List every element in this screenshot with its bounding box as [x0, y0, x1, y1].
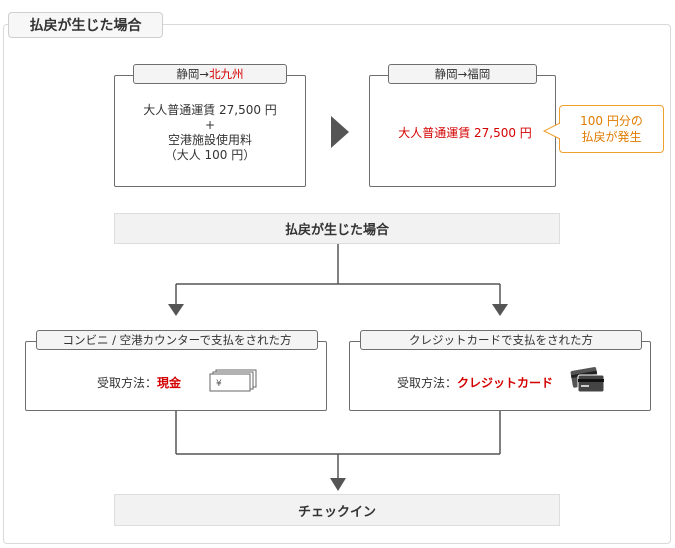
credit-card-icon: [570, 367, 605, 393]
fare-card-kitakyushu: [114, 75, 306, 187]
fare-line: 大人普通運賃 27,500 円: [143, 103, 277, 117]
checkin-bar: チェックイン: [114, 494, 560, 526]
right-arrow-icon: [331, 116, 349, 148]
svg-text:¥: ¥: [216, 379, 222, 389]
method-label: 受取方法：: [397, 376, 458, 390]
fare-breakdown: 大人普通運賃 27,500 円 + 空港施設使用料 （大人 100 円）: [114, 103, 306, 163]
frame-title: 払戻が生じた場合: [8, 12, 163, 38]
cash-payment-card: [25, 341, 327, 411]
refund-occurs-bar: 払戻が生じた場合: [114, 213, 560, 244]
callout-pointer-mask: [559, 124, 561, 138]
refund-callout: 100 円分の 払戻が発生: [559, 105, 664, 153]
route-tab-kitakyushu: 静岡→北九州: [133, 64, 287, 84]
cash-method: 受取方法：現金: [97, 374, 181, 391]
callout-line2: 払戻が発生: [581, 130, 642, 144]
method-value: 現金: [157, 376, 182, 390]
facility-fee-amount: （大人 100 円）: [164, 148, 256, 162]
down-arrow-icon: [492, 304, 508, 316]
cash-payment-title: コンビニ / 空港カウンターで支払をされた方: [36, 330, 318, 350]
method-value: クレジットカード: [457, 376, 554, 390]
method-label: 受取方法：: [97, 376, 158, 390]
facility-fee-label: 空港施設使用料: [167, 133, 252, 147]
credit-method: 受取方法：クレジットカード: [397, 374, 553, 391]
credit-card-payment-title: クレジットカードで支払をされた方: [360, 330, 642, 350]
route-to: 北九州: [209, 67, 244, 81]
fukuoka-fare: 大人普通運賃 27,500 円: [398, 126, 532, 140]
route-tab-fukuoka: 静岡→福岡: [388, 64, 537, 84]
route-from: 静岡→: [176, 67, 210, 81]
cash-icon: ¥: [209, 369, 257, 392]
down-arrow-icon: [168, 304, 184, 316]
outer-frame: [3, 24, 671, 544]
down-arrow-icon: [330, 478, 346, 491]
plus-sign: +: [204, 118, 216, 132]
callout-line1: 100 円分の: [580, 114, 643, 128]
